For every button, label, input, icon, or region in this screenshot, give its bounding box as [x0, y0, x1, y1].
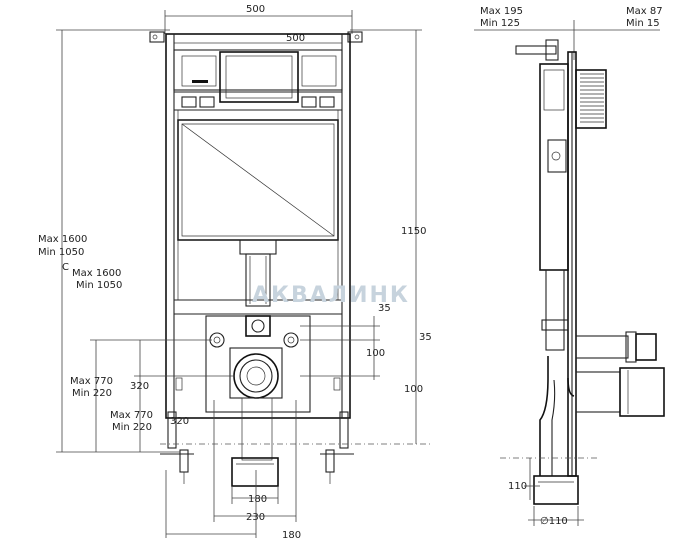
- drain-pipe-bottom: [231, 457, 279, 487]
- dim-230: 230: [246, 512, 265, 523]
- foot-bolt-left: [179, 449, 189, 473]
- frame-outer: [165, 33, 351, 419]
- waste-outlet: [233, 353, 279, 399]
- stud-right: [283, 332, 299, 348]
- leg-right: [339, 411, 349, 449]
- cistern-head: [173, 49, 343, 91]
- dim-frame-height: 1150: [401, 226, 426, 237]
- dim-width-inner: 500: [286, 33, 305, 44]
- dim-depth-a-min: Min 125: [480, 18, 520, 29]
- foot-bolt-right: [325, 449, 335, 473]
- dim-180-b: 180: [282, 530, 301, 541]
- side-view: Max 195 Min 125 Max 87 Min 15: [474, 6, 665, 527]
- dim-110: 110: [508, 481, 527, 492]
- dim-height-waste2-max: Max 770: [110, 410, 153, 421]
- stud-left: [209, 332, 225, 348]
- dim-320-b: 320: [170, 416, 189, 427]
- flush-housing: [575, 69, 607, 129]
- bracket-top-left: [149, 31, 165, 43]
- dim-height-total-max: Max 1600: [38, 234, 87, 245]
- dim-height-waste2-min: Min 220: [112, 422, 152, 433]
- drain-outlet-side: [533, 475, 579, 505]
- flush-housing-ribs: [580, 73, 604, 123]
- inlet-fitting-top: [245, 315, 271, 337]
- dim-320-a: 320: [130, 381, 149, 392]
- dim-depth-b-min: Min 15: [626, 18, 660, 29]
- watermark: АКВАЛИНК: [252, 283, 410, 308]
- flush-pipe-top: [239, 239, 277, 255]
- logo-plate: [192, 80, 208, 83]
- leg-left: [167, 411, 177, 449]
- dim-width-top: 500: [246, 4, 265, 15]
- top-bracket-arm: [515, 45, 557, 55]
- flush-pipe: [245, 253, 271, 307]
- waste-elbow: [539, 356, 549, 476]
- label-c: C: [62, 262, 69, 273]
- dim-depth-a-max: Max 195: [480, 6, 523, 17]
- front-view: 500 500: [38, 4, 432, 541]
- dim-offset-35-a: 35: [378, 303, 391, 314]
- dim-depth-b-max: Max 87: [626, 6, 663, 17]
- cistern-valve-box: [219, 51, 299, 103]
- flush-pipe-side: [545, 269, 565, 351]
- bracket-top-right: [347, 31, 363, 43]
- dim-height-total-min: Min 1050: [38, 247, 84, 258]
- dim-offset-100-a: 100: [366, 348, 385, 359]
- dim-dia-110: ∅110: [540, 516, 568, 527]
- waste-connector: [575, 371, 621, 413]
- dim-height-waste-max: Max 770: [70, 376, 113, 387]
- dim-height-waste-min: Min 220: [72, 388, 112, 399]
- dim-offset-100-b: 100: [404, 384, 423, 395]
- inlet-connector: [575, 335, 629, 359]
- dim-offset-35-b: 35: [419, 332, 432, 343]
- dim-height-total2-min: Min 1050: [76, 280, 122, 291]
- dim-180-a: 180: [248, 494, 267, 505]
- dim-height-total2-max: Max 1600: [72, 268, 121, 279]
